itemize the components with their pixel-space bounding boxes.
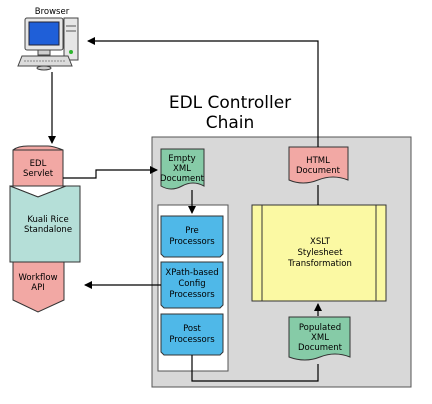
arrow-servlet-to-empty-xml: [63, 166, 158, 179]
populated-xml-line2: XML: [311, 333, 329, 343]
arrow-html-to-browser: [87, 37, 319, 147]
workflow-api-line2: API: [31, 283, 44, 293]
edl-servlet-line1: EDL: [30, 159, 47, 169]
chain-title-line2: Chain: [206, 113, 255, 133]
kuali-rice-line1: Kuali Rice: [27, 215, 68, 225]
post-processors-line2: Processors: [169, 335, 215, 345]
populated-xml-document: Populated XML Document: [288, 316, 351, 361]
xslt-transformation-box: XSLT Stylesheet Transformation: [251, 204, 387, 302]
chain-title-line1: EDL Controller: [169, 93, 291, 113]
arrow-post-to-populated: [191, 355, 319, 382]
desktop-computer-icon: [17, 17, 79, 71]
xpath-config-line2: Config: [178, 279, 205, 289]
workflow-api-box: Workflow API: [12, 261, 65, 313]
xpath-config-line1: XPath-based: [165, 268, 218, 278]
empty-xml-line2: XML: [173, 164, 191, 174]
browser-label: Browser: [35, 7, 70, 17]
populated-xml-line3: Document: [298, 343, 343, 353]
xslt-line2: Stylesheet: [298, 248, 344, 258]
kuali-rice-line2: Standalone: [24, 225, 72, 235]
workflow-api-line1: Workflow: [18, 273, 57, 283]
post-processors-line1: Post: [183, 324, 201, 334]
empty-xml-line1: Empty: [168, 154, 195, 164]
populated-xml-line1: Populated: [299, 323, 341, 333]
html-doc-line1: HTML: [306, 156, 330, 166]
pre-processors-line1: Pre: [185, 226, 199, 236]
pre-processors-box: Pre Processors: [160, 215, 224, 258]
empty-xml-line3: Document: [160, 174, 205, 184]
empty-xml-document: Empty XML Document: [160, 148, 205, 190]
xpath-config-line3: Processors: [169, 290, 215, 300]
xslt-line1: XSLT: [310, 237, 331, 247]
post-processors-box: Post Processors: [160, 313, 224, 356]
pre-processors-line2: Processors: [169, 237, 215, 247]
xpath-config-processors-box: XPath-based Config Processors: [160, 261, 224, 309]
html-document: HTML Document: [288, 146, 349, 184]
edl-servlet-line2: Servlet: [23, 169, 54, 179]
html-doc-line2: Document: [296, 166, 341, 176]
xslt-line3: Transformation: [287, 259, 352, 269]
kuali-rice-box: Kuali Rice Standalone: [9, 185, 81, 263]
edl-servlet-box: EDL Servlet: [12, 145, 64, 187]
